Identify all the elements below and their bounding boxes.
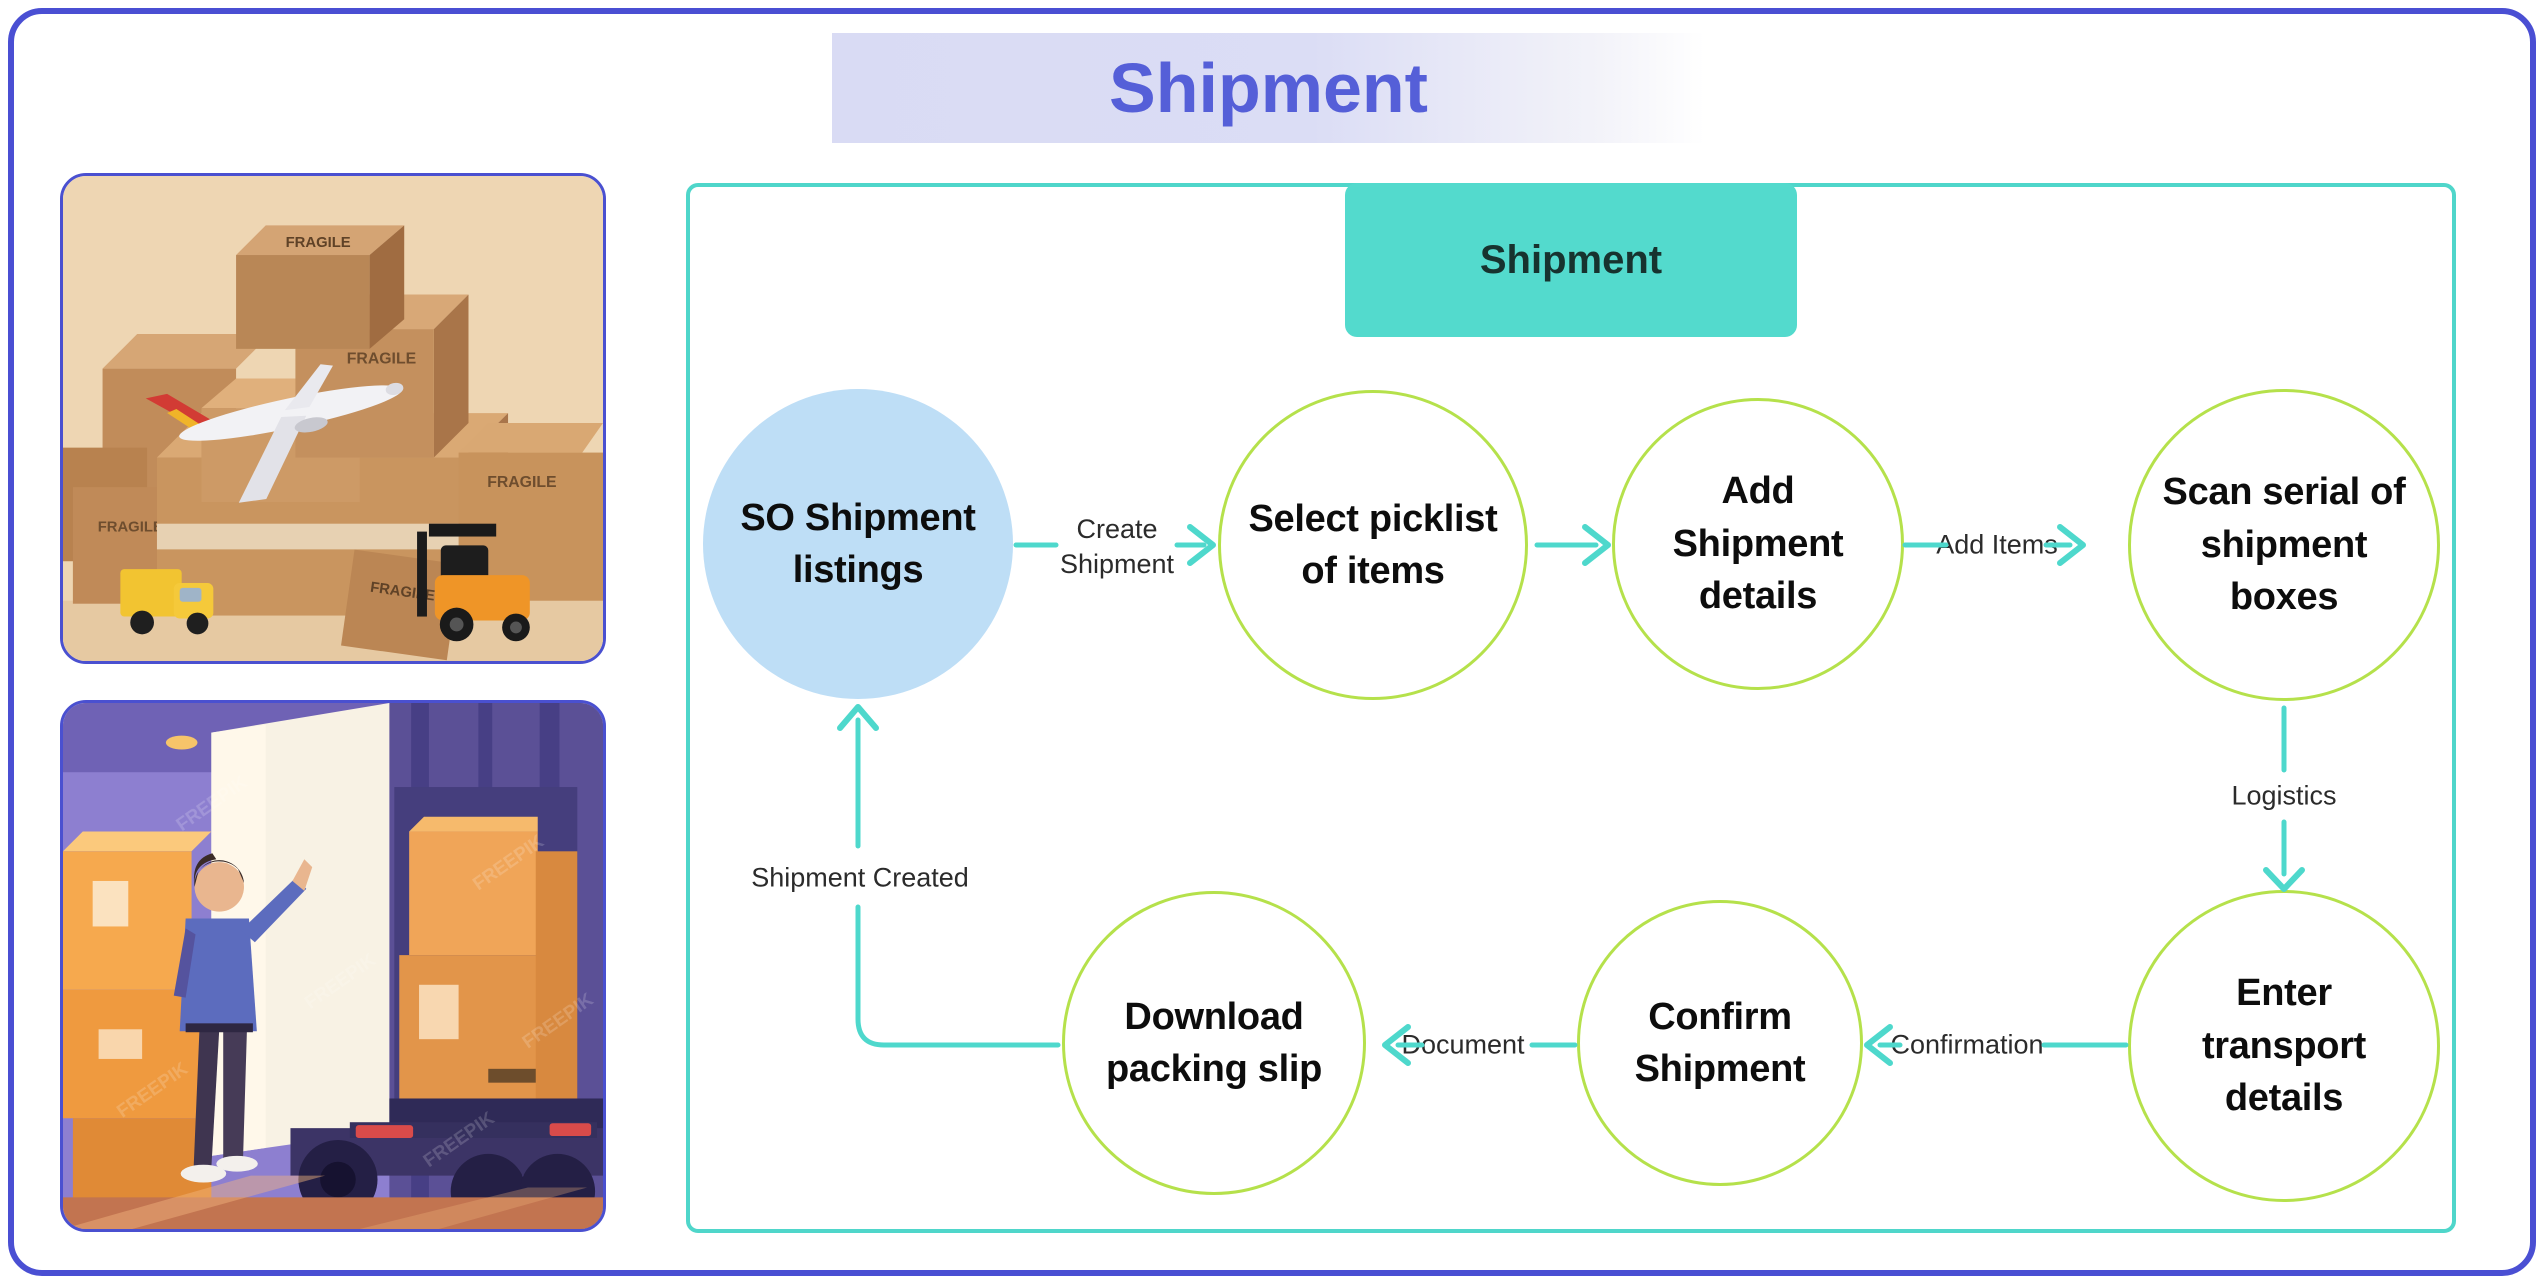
edge-label-document: Document <box>1401 1029 1525 1060</box>
edge-label-logistics: Logistics <box>2231 780 2337 811</box>
node-so-shipment-listings: SO Shipment listings <box>703 389 1013 699</box>
node-add-shipment-details: Add Shipment details <box>1612 398 1904 690</box>
node-label: SO Shipment listings <box>740 496 976 591</box>
node-label: Add Shipment details <box>1672 470 1844 618</box>
node-enter-transport-details: Enter transport details <box>2128 890 2440 1202</box>
edge-label-confirmation: Confirmation <box>1890 1029 2044 1060</box>
node-confirm-shipment: Confirm Shipment <box>1577 900 1863 1186</box>
node-label: Enter transport details <box>2201 972 2367 1120</box>
edge-label-shipment-created: Shipment Created <box>751 862 969 893</box>
shipping-boxes-photo: FRAGILE FRAGILE FRAGILE FRAGILE FRAGILE <box>60 173 606 664</box>
node-label: Confirm Shipment <box>1634 995 1806 1090</box>
toy-truck <box>120 569 214 635</box>
page-title: Shipment <box>1109 49 1428 127</box>
fragile-label: FRAGILE <box>98 520 163 536</box>
node-download-packing-slip: Download packing slip <box>1062 891 1366 1195</box>
node-scan-serial-boxes: Scan serial of shipment boxes <box>2128 389 2440 701</box>
toy-airplane <box>145 364 404 503</box>
fragile-label: FRAGILE <box>286 235 351 251</box>
node-select-picklist: Select picklist of items <box>1218 390 1528 700</box>
edge-label-create-shipment: Create Shipment <box>1059 513 1175 579</box>
page-title-banner: Shipment <box>832 33 1705 143</box>
edge-label-add-items: Add Items <box>1936 529 2058 560</box>
fragile-label: FRAGILE <box>347 351 416 368</box>
toy-forklift <box>417 523 530 642</box>
node-label: Select picklist of items <box>1248 497 1498 592</box>
worker-figure <box>173 853 313 1183</box>
node-label: Scan serial of shipment boxes <box>2162 471 2406 619</box>
truck-loading-illustration: FREEPIK FREEPIK FREEPIK FREEPIK FREEPIK … <box>60 700 606 1232</box>
truck-loading-illustration-art: FREEPIK FREEPIK FREEPIK FREEPIK FREEPIK … <box>63 703 603 1229</box>
node-label: Download packing slip <box>1105 995 1322 1090</box>
shipping-boxes-photo-art: FRAGILE FRAGILE FRAGILE FRAGILE FRAGILE <box>63 176 603 661</box>
flowchart-header-label: Shipment <box>1479 237 1663 282</box>
flowchart-header-box: Shipment <box>1345 183 1797 337</box>
fragile-label: FRAGILE <box>487 474 556 491</box>
